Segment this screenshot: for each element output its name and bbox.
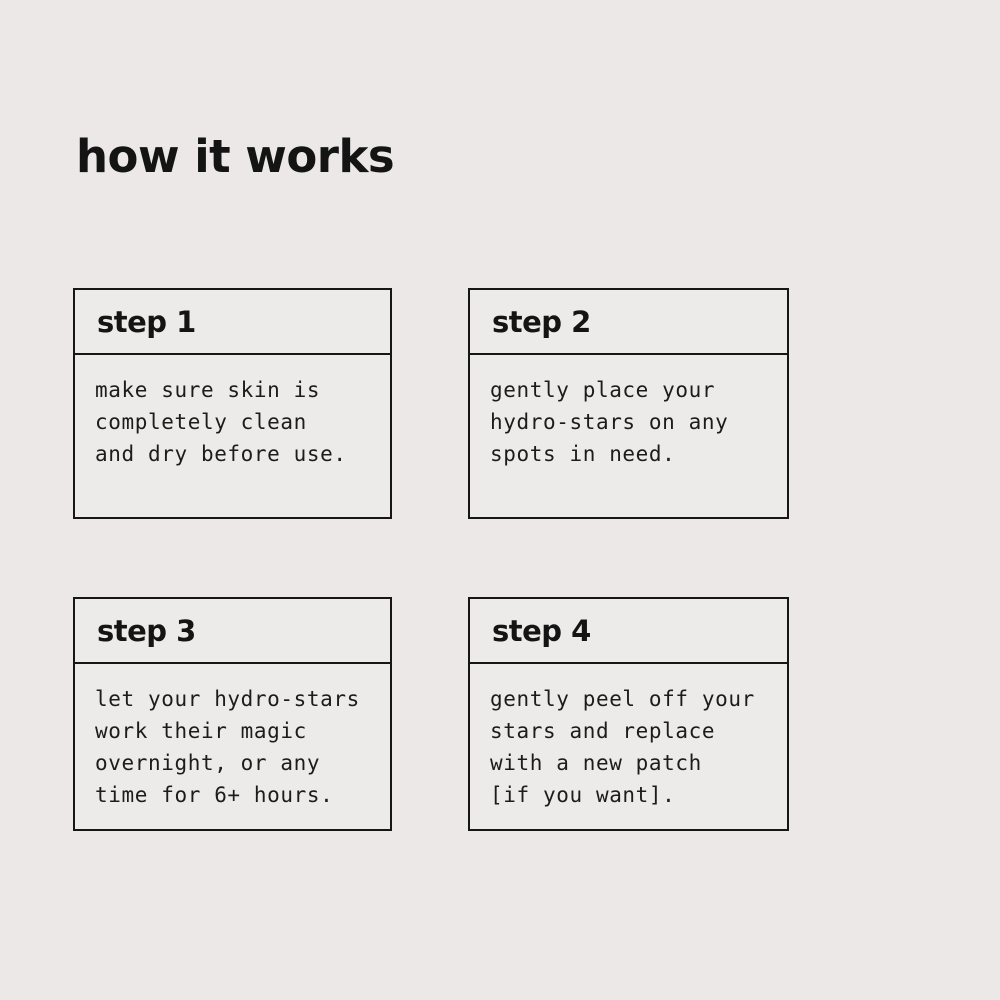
step-1-header: step 1 — [75, 290, 390, 355]
step-3-label: step 3 — [97, 613, 196, 648]
step-1-description: make sure skin is completely clean and d… — [95, 378, 347, 466]
step-1-card: step 1 make sure skin is completely clea… — [73, 288, 392, 519]
step-2-header: step 2 — [470, 290, 787, 355]
step-4-header: step 4 — [470, 599, 787, 664]
step-3-card: step 3 let your hydro-stars work their m… — [73, 597, 392, 831]
step-3-header: step 3 — [75, 599, 390, 664]
step-4-description: gently peel off your stars and replace w… — [490, 687, 755, 807]
step-1-label: step 1 — [97, 304, 196, 339]
step-2-label: step 2 — [492, 304, 591, 339]
step-2-card: step 2 gently place your hydro-stars on … — [468, 288, 789, 519]
step-2-description: gently place your hydro-stars on any spo… — [490, 378, 729, 466]
page-title: how it works — [76, 130, 395, 184]
step-4-card: step 4 gently peel off your stars and re… — [468, 597, 789, 831]
step-3-description: let your hydro-stars work their magic ov… — [95, 687, 360, 807]
step-4-label: step 4 — [492, 613, 591, 648]
